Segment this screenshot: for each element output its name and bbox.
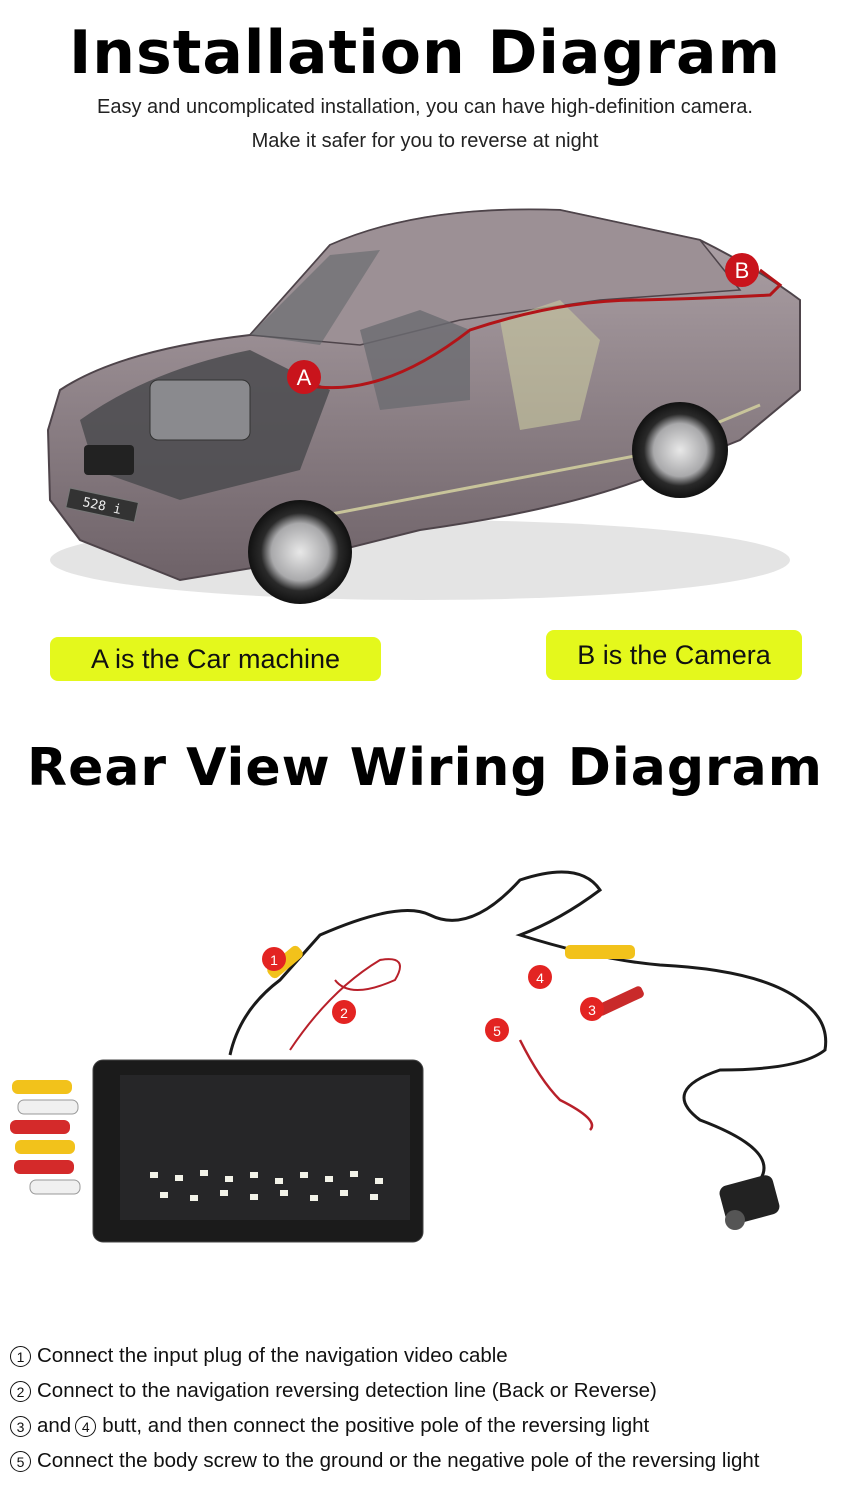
- windshield: [250, 250, 380, 345]
- note-4-text: butt, and then connect the positive pole…: [102, 1414, 650, 1437]
- rear-suspension: [500, 300, 600, 430]
- power-connector: [596, 986, 644, 1016]
- engine-block: [149, 379, 251, 441]
- callout-1: 1: [262, 947, 286, 971]
- callout-4-text: 4: [536, 970, 544, 986]
- note-5: 5 Connect the body screw to the ground o…: [10, 1449, 760, 1473]
- callout-3-text: 3: [588, 1002, 596, 1018]
- marker-a-text: A: [297, 365, 312, 390]
- license-plate: [65, 487, 140, 523]
- wiring-illustration: 1 2 3 4 5: [10, 870, 828, 1243]
- rca-connector-bundle: [10, 1080, 81, 1195]
- rear-wheel: [632, 402, 728, 498]
- note-5-number: 5: [10, 1450, 31, 1472]
- wiring-diagram-title: Rear View Wiring Diagram: [27, 738, 823, 798]
- callout-5-text: 5: [493, 1023, 501, 1039]
- note-5-text: Connect the body screw to the ground or …: [37, 1449, 760, 1472]
- note-3-4: 3 and 4 butt, and then connect the posit…: [10, 1414, 649, 1438]
- note-1: 1 Connect the input plug of the navigati…: [10, 1344, 508, 1368]
- marker-a: [287, 360, 321, 394]
- marker-b-text: B: [735, 258, 750, 283]
- rca-video-plug-2: [565, 945, 635, 959]
- callout-1-text: 1: [270, 952, 278, 968]
- note-1-number: 1: [10, 1345, 31, 1367]
- subtitle-line-1: Easy and uncomplicated installation, you…: [97, 96, 753, 118]
- car-cutaway-illustration: 528 i A B: [46, 208, 801, 604]
- marker-b: [725, 253, 759, 287]
- note-2-number: 2: [10, 1380, 31, 1402]
- note-4-number: 4: [75, 1415, 97, 1437]
- note-1-text: Connect the input plug of the navigation…: [37, 1344, 508, 1367]
- label-b-camera: B is the Camera: [546, 630, 802, 680]
- note-2: 2 Connect to the navigation reversing de…: [10, 1379, 657, 1403]
- note-3-number: 3: [10, 1415, 31, 1437]
- reversing-light-wire: [518, 1039, 594, 1131]
- camera-lens: [725, 1210, 745, 1230]
- car-grille: [84, 445, 134, 475]
- screen-light-dots: [150, 1170, 383, 1201]
- note-2-text: Connect to the navigation reversing dete…: [37, 1379, 657, 1402]
- label-a-car-machine: A is the Car machine: [50, 637, 381, 681]
- camera-cable-route: [304, 268, 783, 390]
- callout-3: 3: [580, 997, 604, 1021]
- front-wheel: [248, 500, 352, 604]
- note-3-text: and: [37, 1414, 72, 1437]
- callout-2: 2: [332, 1000, 356, 1024]
- callout-2-text: 2: [340, 1005, 348, 1021]
- callout-4: 4: [528, 965, 552, 989]
- callout-5: 5: [485, 1018, 509, 1042]
- car-seats: [360, 310, 470, 410]
- head-unit-screen: [120, 1075, 410, 1220]
- installation-diagram-title: Installation Diagram: [68, 18, 782, 88]
- subtitle-line-2: Make it safer for you to reverse at nigh…: [251, 130, 599, 152]
- reverse-detect-wire: [289, 958, 401, 1051]
